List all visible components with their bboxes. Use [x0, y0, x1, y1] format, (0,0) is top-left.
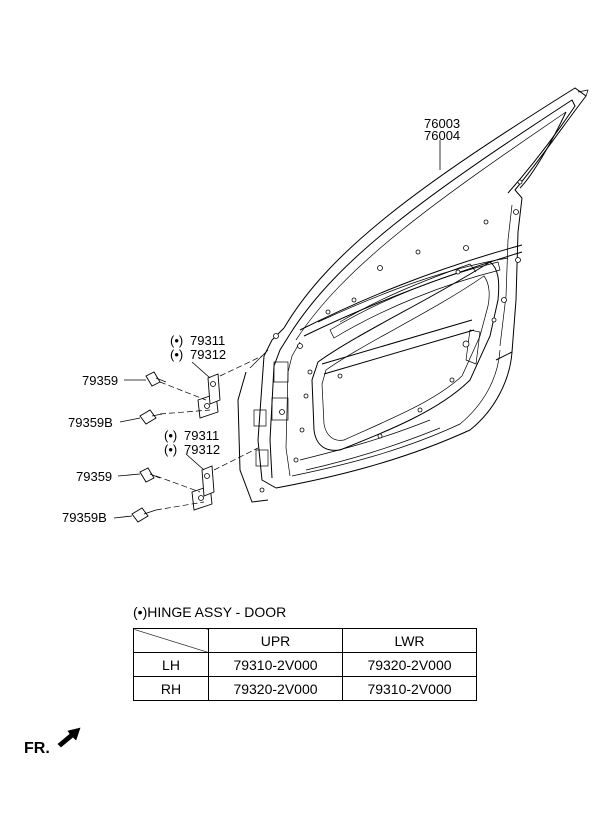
column-header-lwr: LWR — [342, 628, 477, 653]
cell-rh-lwr: 79310-2V000 — [342, 676, 477, 701]
hinge-assy-table: UPR LWR LH 79310-2V000 79320-2V000 RH 79… — [133, 628, 477, 701]
table-header-row: UPR LWR — [133, 628, 477, 653]
part-label-79359b-upper: 79359B — [68, 415, 113, 430]
part-label-79359b-lower: 79359B — [62, 510, 107, 525]
part-label-79359-lower: 79359 — [76, 469, 112, 484]
hinge-marker-lower-b: (•) — [164, 442, 177, 457]
bolt-79359b-lower — [131, 507, 157, 523]
forward-direction-label: FR. — [24, 740, 50, 757]
bolt-79359-lower — [139, 467, 161, 483]
hinge-marker-upper-a: (•) — [170, 333, 183, 348]
cell-lh-upr: 79310-2V000 — [208, 652, 343, 677]
forward-arrow-icon — [57, 727, 81, 748]
part-label-79311-upper: 79311 — [190, 333, 225, 348]
table-corner-cell — [133, 628, 209, 653]
part-label-79311-lower: 79311 — [184, 428, 219, 443]
cell-lh-lwr: 79320-2V000 — [342, 652, 477, 677]
row-header-lh: LH — [133, 652, 209, 677]
leader-lines — [113, 140, 441, 519]
part-label-76003: 76003 — [424, 116, 460, 131]
front-door-panel — [237, 87, 589, 503]
lower-door-hinge — [155, 447, 259, 511]
hinge-table-title: (•)HINGE ASSY - DOOR — [133, 604, 287, 620]
column-header-upr: UPR — [208, 628, 343, 653]
upper-door-hinge — [159, 355, 263, 419]
part-label-79359-upper: 79359 — [82, 373, 118, 388]
hinge-marker-lower-a: (•) — [164, 428, 177, 443]
table-row: RH 79320-2V000 79310-2V000 — [133, 676, 477, 701]
table-row: LH 79310-2V000 79320-2V000 — [133, 652, 477, 677]
row-header-rh: RH — [133, 676, 209, 701]
part-label-79312-lower: 79312 — [184, 442, 220, 457]
part-label-79312-upper: 79312 — [190, 347, 226, 362]
bolt-79359-upper — [145, 371, 167, 387]
hinge-marker-upper-b: (•) — [170, 347, 183, 362]
cell-rh-upr: 79320-2V000 — [208, 676, 343, 701]
bolt-79359b-upper — [139, 409, 163, 425]
part-label-76004: 76004 — [424, 128, 460, 143]
